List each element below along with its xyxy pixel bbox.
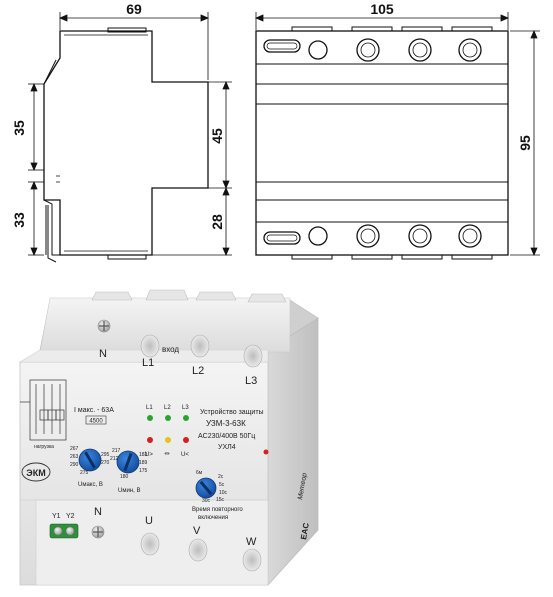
svg-text:275: 275 [80, 470, 89, 476]
dial-delay[interactable] [195, 477, 217, 499]
led-label-l2: L2 [164, 405, 171, 411]
front-dimensions [254, 12, 540, 257]
front-view [255, 26, 509, 260]
svg-text:290: 290 [70, 462, 79, 468]
dial-max-scale: 267 263 290 295 270 275 [70, 446, 110, 476]
svg-text:263: 263 [70, 454, 79, 460]
load-label: нагрузка [34, 444, 54, 450]
brand-name: ЭКМ [26, 468, 45, 478]
aux-terminal-y1: Y1 [52, 513, 61, 520]
code-box-frame [85, 415, 107, 425]
svg-text:189: 189 [139, 460, 148, 466]
indicator-under: U< [181, 452, 189, 458]
svg-text:217: 217 [112, 448, 121, 454]
device-rating: AC230/400В 50Гц [198, 433, 255, 440]
cert-mark: EAC [299, 522, 311, 540]
side-dimensions [28, 12, 232, 257]
svg-text:295: 295 [101, 452, 110, 458]
device-title: Устройство защиты [200, 408, 264, 416]
dim-side-upper: 35 [11, 120, 27, 136]
aux-terminal-y2: Y2 [66, 513, 75, 520]
svg-text:30с: 30с [202, 498, 211, 504]
top-terminals [97, 319, 263, 368]
input-label: вход [162, 345, 179, 354]
side-marker [263, 449, 269, 455]
dim-side-body: 45 [209, 128, 225, 144]
device-climate: УХЛ4 [218, 444, 236, 451]
phase-leds [147, 415, 189, 421]
svg-text:175: 175 [139, 468, 148, 474]
dial-delay-label-2: включения [198, 515, 228, 521]
dial-max-label: Uмакс, В [78, 482, 103, 488]
svg-text:10с: 10с [219, 490, 228, 496]
dim-side-rail: 28 [209, 214, 225, 230]
bottom-terminal-n: N [94, 506, 102, 518]
svg-text:267: 267 [70, 446, 79, 452]
brand-logo [21, 462, 51, 482]
top-terminal-l2: L2 [192, 365, 204, 377]
bottom-terminals [91, 525, 262, 572]
bottom-terminal-w: W [246, 536, 257, 548]
wiring-schematic [20, 379, 67, 441]
led-label-l1: L1 [146, 405, 153, 411]
svg-text:270: 270 [101, 460, 110, 466]
svg-text:212: 212 [110, 456, 119, 462]
top-terminal-n: N [99, 348, 107, 360]
indicator-over: U> [145, 452, 153, 458]
dim-side-width: 69 [126, 1, 142, 17]
svg-text:6м: 6м [196, 470, 203, 476]
current-rating: I макс. - 63А [74, 407, 114, 414]
dial-min-label: Uмин, В [118, 488, 140, 494]
svg-text:15с: 15с [216, 497, 225, 503]
signature: Метеор [297, 472, 309, 500]
dial-delay-scale: 6м 2с 5с 10с 15с 30с [196, 470, 228, 504]
dial-delay-label-1: Время повторного [192, 507, 243, 513]
top-terminal-l1: L1 [142, 357, 154, 369]
svg-text:5с: 5с [219, 482, 225, 488]
dial-min-scale: 217 212 183 189 175 180 [110, 448, 148, 480]
side-view [43, 27, 209, 263]
led-label-l3: L3 [182, 405, 189, 411]
code-box: 4500 [89, 419, 103, 425]
svg-text:2с: 2с [218, 474, 224, 480]
dial-min[interactable] [116, 450, 140, 474]
dim-front-height: 95 [517, 135, 533, 151]
bottom-terminal-u: U [145, 515, 153, 527]
indicator-mid: ⏛ [164, 452, 170, 458]
svg-text:180: 180 [120, 474, 129, 480]
aux-terminal-block [49, 523, 79, 539]
dial-max[interactable] [78, 448, 102, 472]
status-leds [147, 437, 189, 443]
bottom-terminal-v: V [193, 525, 201, 537]
dim-side-lower: 33 [11, 212, 27, 228]
svg-text:183: 183 [139, 452, 148, 458]
top-terminal-l3: L3 [245, 375, 257, 387]
device-model: УЗМ-3-63К [206, 419, 246, 428]
dim-front-width: 105 [370, 1, 394, 17]
